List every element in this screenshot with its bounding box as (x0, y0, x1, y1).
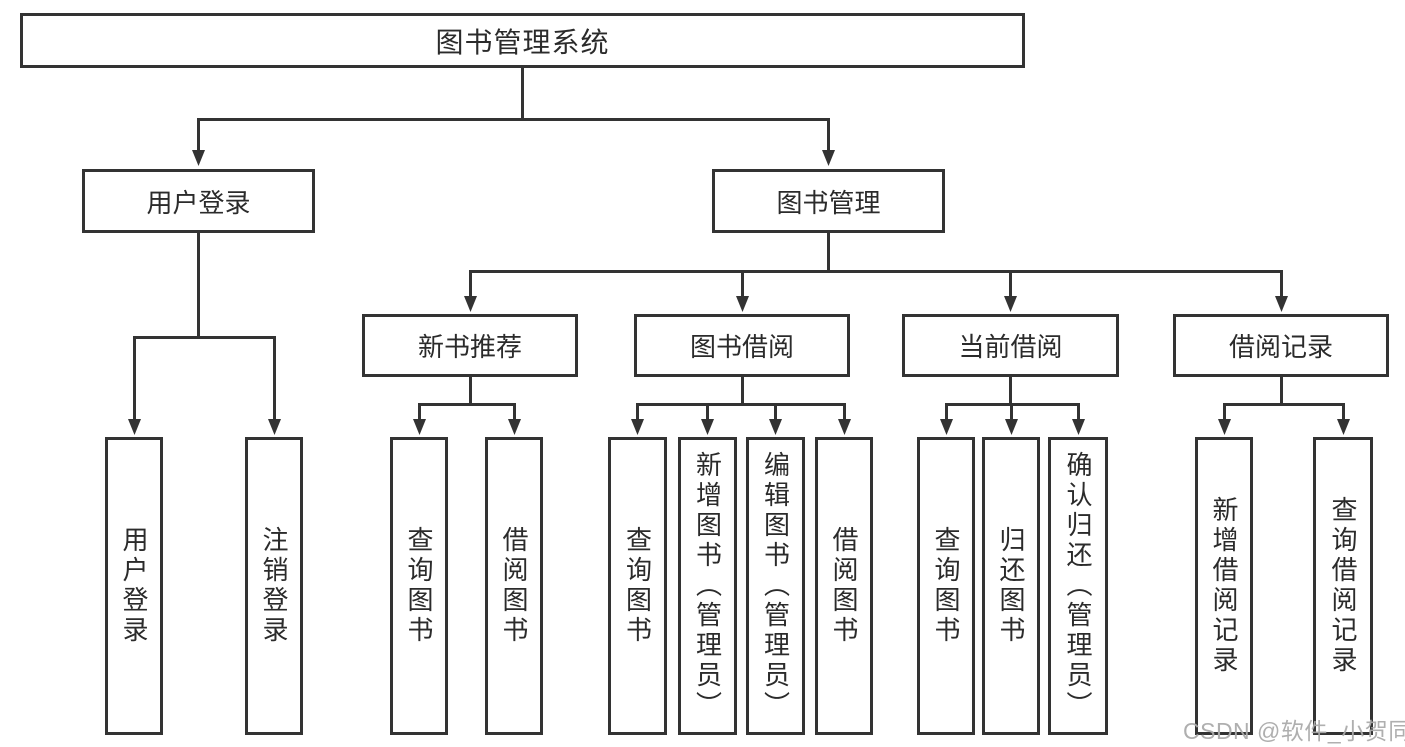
arrowhead-icon (1275, 296, 1288, 312)
leaf-current-return-books: 归还图书 (982, 437, 1040, 735)
arrowhead-icon (631, 419, 644, 435)
arrowhead-icon (1218, 419, 1231, 435)
connector-records-branch (1218, 377, 1350, 435)
connector-recommend-branch (413, 377, 521, 435)
arrowhead-icon (1004, 296, 1017, 312)
arrowhead-icon (192, 150, 205, 166)
leaf-records-add-record: 新增借阅记录 (1195, 437, 1253, 735)
leaf-user-login: 用户登录 (105, 437, 163, 735)
arrowhead-icon (128, 419, 141, 435)
arrowhead-icon (1005, 419, 1018, 435)
connector-root-branch (192, 68, 835, 166)
csdn-watermark: CSDN @软件_小贺同学 (1183, 718, 1405, 744)
node-new-book-recommend: 新书推荐 (362, 314, 578, 377)
leaf-current-confirm-return-admin: 确认归还（管理员） (1048, 437, 1108, 735)
arrowhead-icon (940, 419, 953, 435)
arrowhead-icon (838, 419, 851, 435)
node-book-management: 图书管理 (712, 169, 945, 233)
leaf-borrow-edit-books-admin: 编辑图书（管理员） (746, 437, 805, 735)
node-user-login: 用户登录 (82, 169, 315, 233)
connector-user-branch (128, 233, 281, 435)
node-current-borrow: 当前借阅 (902, 314, 1119, 377)
arrowhead-icon (413, 419, 426, 435)
leaf-recommend-query-books: 查询图书 (390, 437, 448, 735)
connector-borrow-branch (631, 377, 851, 435)
arrowhead-icon (822, 150, 835, 166)
connector-bookmgmt-branch (464, 233, 1288, 312)
arrowhead-icon (268, 419, 281, 435)
arrowhead-icon (1337, 419, 1350, 435)
node-library-system: 图书管理系统 (20, 13, 1025, 68)
arrowhead-icon (508, 419, 521, 435)
leaf-current-query-books: 查询图书 (917, 437, 975, 735)
leaf-borrow-add-books-admin: 新增图书（管理员） (678, 437, 737, 735)
node-book-borrow: 图书借阅 (634, 314, 850, 377)
leaf-logout: 注销登录 (245, 437, 303, 735)
leaf-records-query-record: 查询借阅记录 (1313, 437, 1373, 735)
arrowhead-icon (1072, 419, 1085, 435)
arrowhead-icon (701, 419, 714, 435)
leaf-borrow-borrow-books: 借阅图书 (815, 437, 873, 735)
arrowhead-icon (464, 296, 477, 312)
arrowhead-icon (736, 296, 749, 312)
arrowhead-icon (769, 419, 782, 435)
connector-current-branch (940, 377, 1085, 435)
leaf-borrow-query-books: 查询图书 (608, 437, 667, 735)
leaf-recommend-borrow-books: 借阅图书 (485, 437, 543, 735)
node-borrow-records: 借阅记录 (1173, 314, 1389, 377)
